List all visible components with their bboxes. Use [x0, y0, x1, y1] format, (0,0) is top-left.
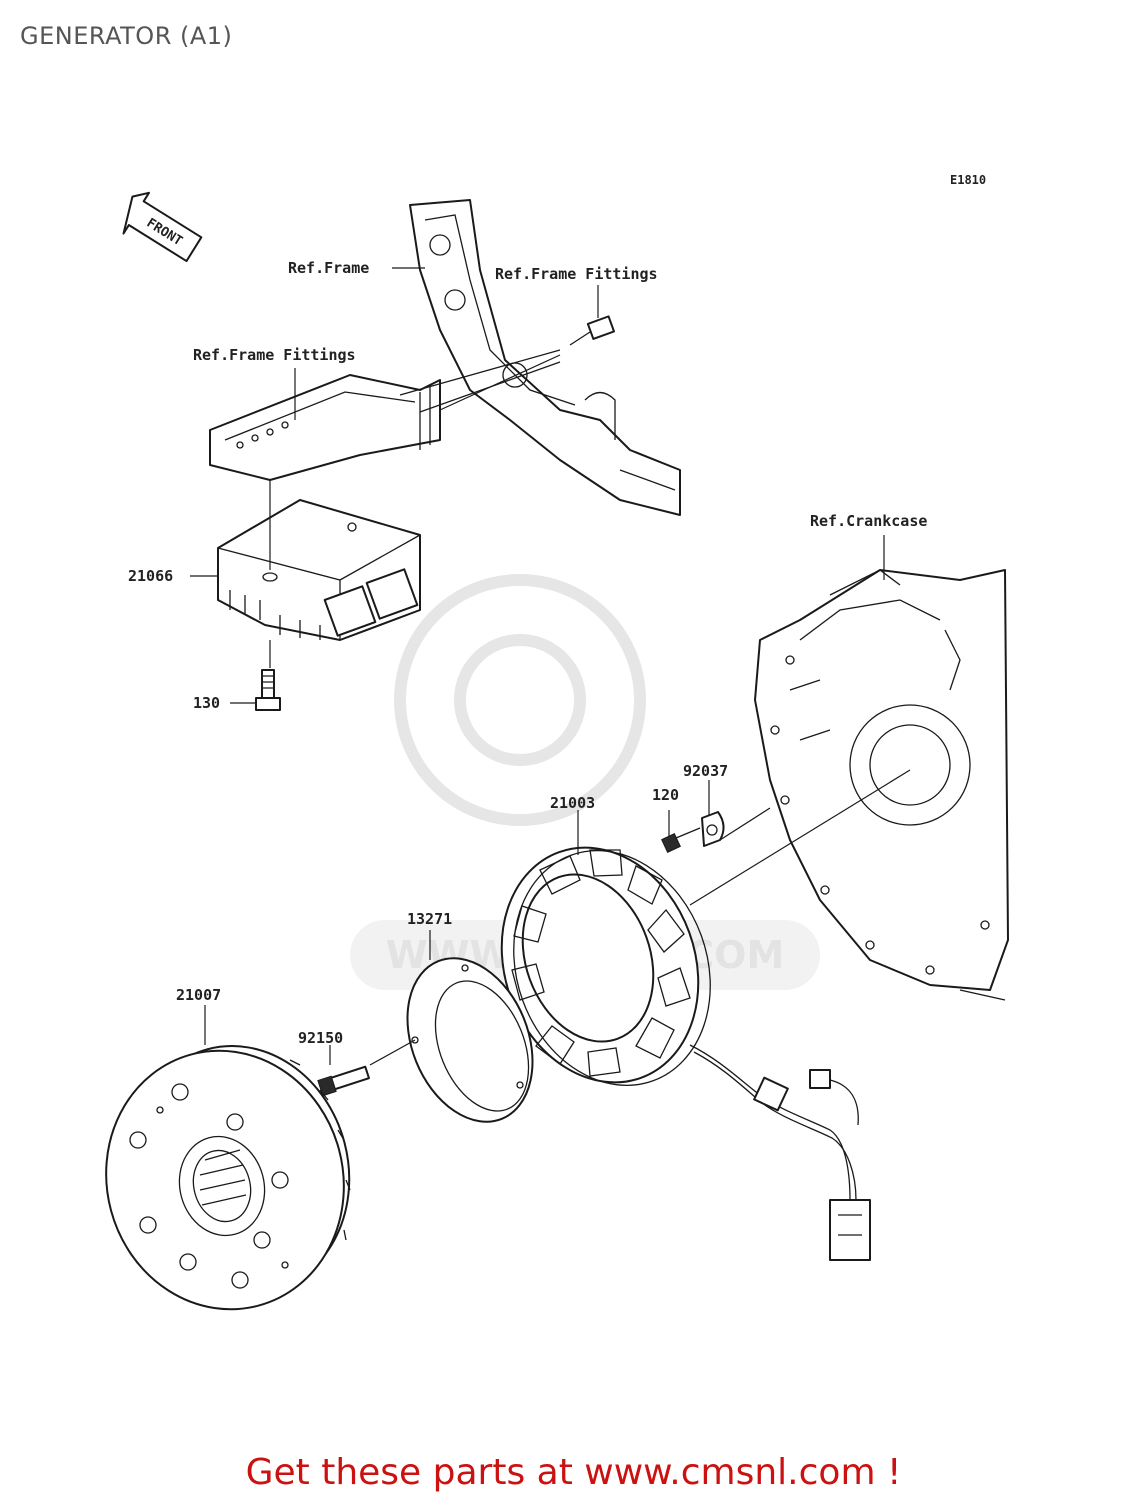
label-13271: 13271 [407, 910, 452, 928]
label-120: 120 [652, 786, 679, 804]
frame-bolt [569, 315, 616, 346]
label-ref-crankcase: Ref.Crankcase [810, 512, 927, 530]
bolt-130 [255, 669, 281, 711]
rotor-21007 [105, 1045, 351, 1311]
label-92150: 92150 [298, 1029, 343, 1047]
clamp-92037 [701, 811, 725, 847]
frame-part [409, 199, 681, 516]
diagram-code: E1810 [950, 173, 986, 187]
promo-banner[interactable]: Get these parts at www.cmsnl.com ! [245, 1452, 902, 1493]
regulator-21066 [217, 499, 421, 641]
front-arrow-icon: FRONT [122, 191, 203, 263]
label-21066: 21066 [128, 567, 173, 585]
stator-wire-harness [689, 1044, 871, 1261]
page-title: GENERATOR (A1) [20, 22, 233, 50]
leader-lines [190, 267, 911, 1066]
bolt-92150 [317, 1065, 370, 1097]
frame-fittings-bracket [209, 349, 561, 481]
label-92037: 92037 [683, 762, 728, 780]
crankcase-part [754, 569, 1009, 1001]
label-21003: 21003 [550, 794, 595, 812]
label-130: 130 [193, 694, 220, 712]
label-ref-frame-fittings-left: Ref.Frame Fittings [193, 346, 356, 364]
gasket-13271 [406, 957, 534, 1123]
label-ref-frame: Ref.Frame [288, 259, 369, 277]
label-21007: 21007 [176, 986, 221, 1004]
stator-21003 [500, 846, 711, 1087]
label-ref-frame-fittings-top: Ref.Frame Fittings [495, 265, 658, 283]
bolt-120 [661, 827, 701, 853]
